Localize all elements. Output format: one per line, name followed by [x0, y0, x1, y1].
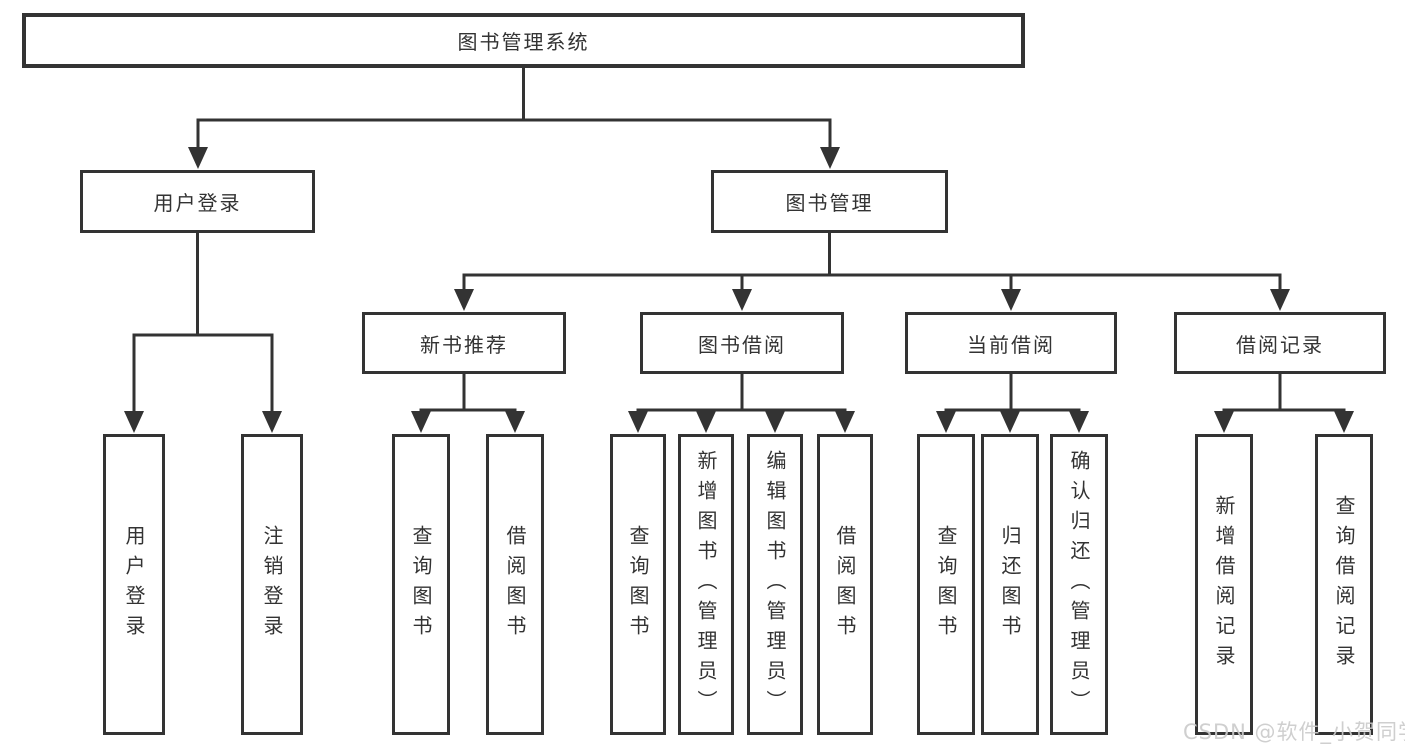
node-book-management-branch: 图书管理	[711, 170, 948, 233]
node-current-borrowing: 当前借阅	[905, 312, 1117, 374]
leaf-borrow-books: 借阅图书	[817, 434, 873, 735]
node-label: 查询图书	[934, 524, 958, 645]
node-label: 图书借阅	[698, 332, 786, 357]
leaf-query-borrow-record: 查询借阅记录	[1315, 434, 1373, 735]
node-label: 编辑图书（管理员）	[763, 449, 787, 720]
leaf-user-login: 用户登录	[103, 434, 165, 735]
node-label: 当前借阅	[967, 332, 1055, 357]
leaf-add-books-admin: 新增图书（管理员）	[678, 434, 734, 735]
node-label: 归还图书	[998, 524, 1022, 645]
leaf-query-books-borrowing: 查询图书	[610, 434, 666, 735]
node-label: 借阅图书	[833, 524, 857, 645]
node-borrowing-records: 借阅记录	[1174, 312, 1386, 374]
node-label: 新增借阅记录	[1212, 494, 1236, 675]
leaf-query-books-recommend: 查询图书	[392, 434, 450, 735]
node-label: 确认归还（管理员）	[1067, 449, 1091, 720]
node-label: 查询图书	[626, 524, 650, 645]
node-label: 图书管理系统	[457, 30, 590, 54]
node-label: 查询图书	[409, 524, 433, 645]
node-label: 借阅图书	[503, 524, 527, 645]
leaf-edit-books-admin: 编辑图书（管理员）	[747, 434, 803, 735]
node-book-borrowing: 图书借阅	[640, 312, 844, 374]
node-label: 查询借阅记录	[1332, 494, 1356, 675]
node-label: 用户登录	[153, 191, 242, 215]
leaf-confirm-return-admin: 确认归还（管理员）	[1050, 434, 1108, 735]
node-label: 新书推荐	[420, 332, 508, 357]
node-new-book-recommend: 新书推荐	[362, 312, 566, 374]
node-user-login-branch: 用户登录	[80, 170, 315, 233]
node-label: 图书管理	[785, 191, 874, 215]
node-label: 借阅记录	[1236, 332, 1324, 357]
leaf-borrow-books-recommend: 借阅图书	[486, 434, 544, 735]
node-library-management-system: 图书管理系统	[22, 13, 1025, 68]
leaf-query-books-current: 查询图书	[917, 434, 975, 735]
node-label: 用户登录	[122, 524, 146, 645]
csdn-watermark: CSDN @软件_小贺同学	[1183, 720, 1405, 744]
leaf-return-books: 归还图书	[981, 434, 1039, 735]
leaf-logout: 注销登录	[241, 434, 303, 735]
leaf-add-borrow-record: 新增借阅记录	[1195, 434, 1253, 735]
node-label: 新增图书（管理员）	[694, 449, 718, 720]
node-label: 注销登录	[260, 524, 284, 645]
